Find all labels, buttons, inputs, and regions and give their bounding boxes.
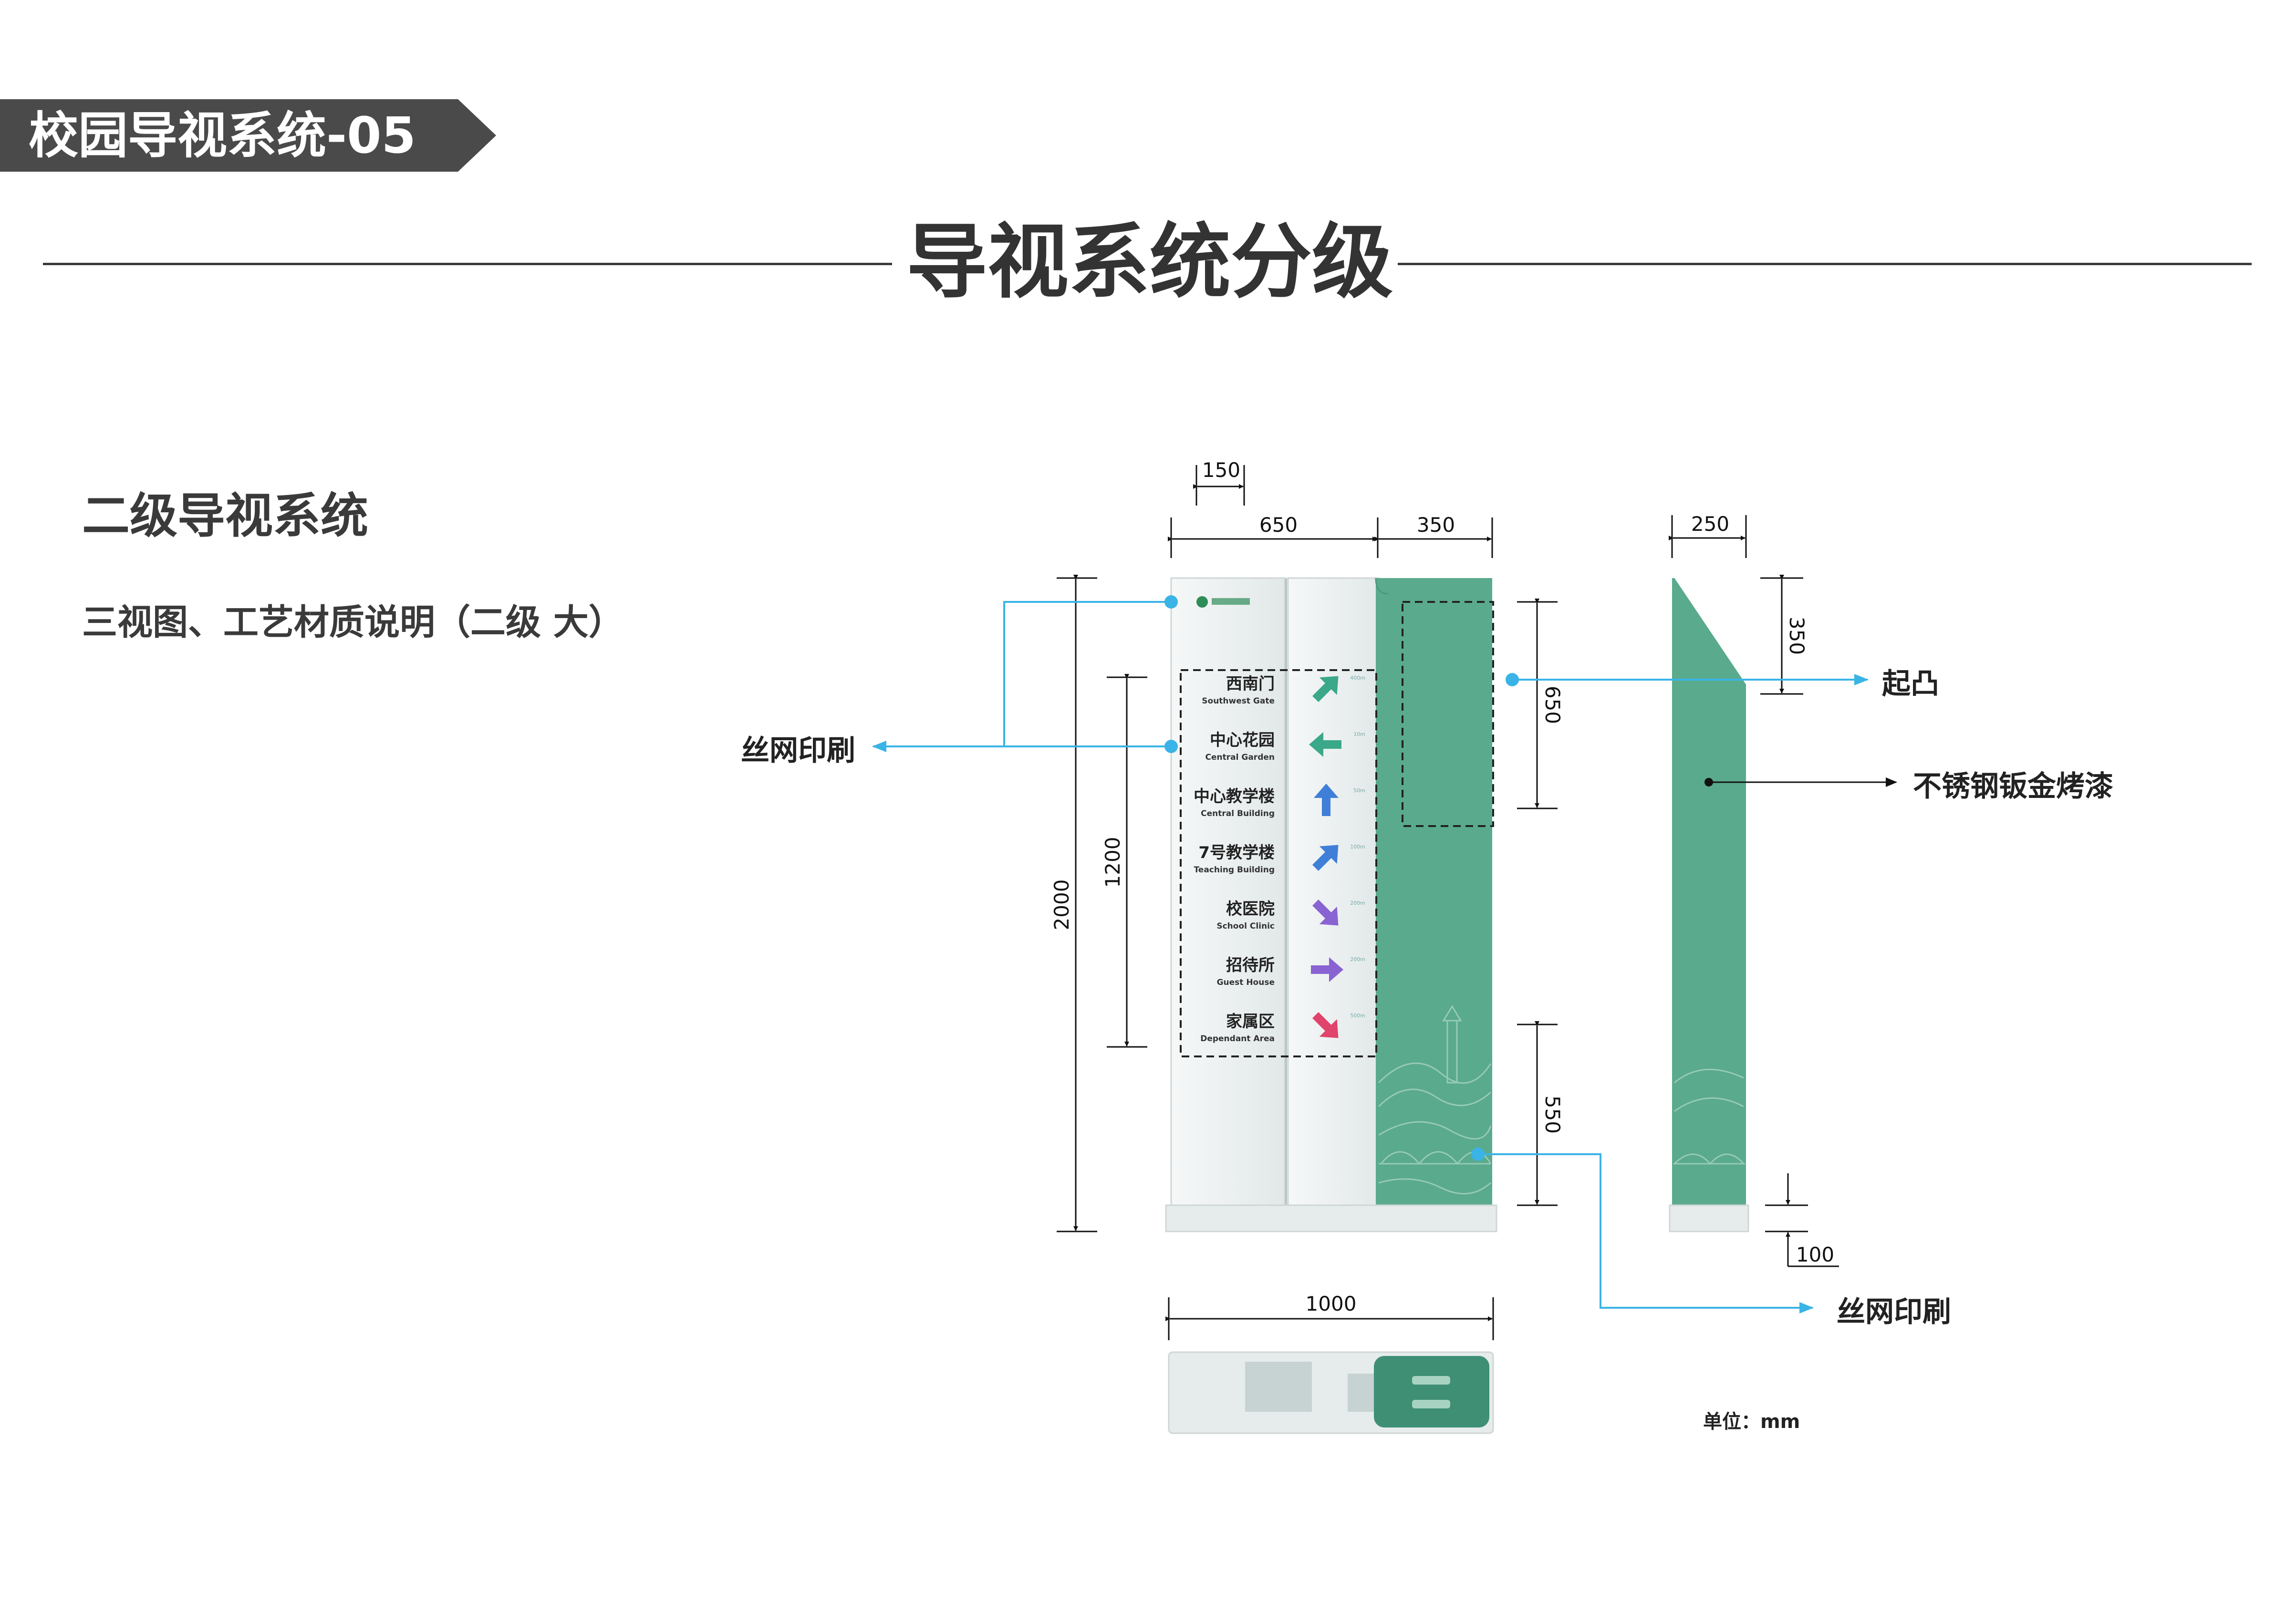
dim-1000: 1000 <box>1306 1292 1357 1315</box>
front-base <box>1165 1204 1497 1232</box>
directory-item-distance: 200m <box>1350 956 1365 962</box>
directory-item-name: 西南门 <box>1226 674 1275 693</box>
directory-item-english: Central Garden <box>1205 753 1275 762</box>
directory-item: 西南门 Southwest Gate 400m <box>1202 674 1365 706</box>
direction-arrow-icon <box>1314 784 1339 816</box>
directory-item-english: Southwest Gate <box>1202 696 1275 706</box>
leader-lines <box>872 601 1869 1314</box>
side-base <box>1669 1204 1749 1232</box>
dimension-lines <box>1057 465 1839 1340</box>
directory-item-english: Central Building <box>1201 809 1275 818</box>
directory-item-name: 校医院 <box>1226 900 1275 919</box>
side-panel <box>1672 578 1746 1210</box>
university-logo-icon <box>1196 596 1208 608</box>
title-rule-right <box>1398 263 2252 265</box>
directory-item-distance: 200m <box>1350 900 1365 906</box>
directory-item-english: School Clinic <box>1216 921 1275 931</box>
directory-item-english: Dependant Area <box>1200 1034 1275 1044</box>
section-subheading: 三视图、工艺材质说明（二级 大） <box>82 602 624 643</box>
directory-item-name: 中心花园 <box>1210 731 1275 750</box>
directory-item-name: 招待所 <box>1226 956 1275 975</box>
tag-label: 校园导视系统-05 <box>29 106 416 165</box>
section-heading: 二级导视系统 <box>82 488 368 544</box>
top-green-panel <box>1374 1356 1489 1427</box>
directory-item-distance: 400m <box>1350 675 1365 681</box>
top-view <box>1168 1351 1494 1434</box>
dim-2000: 2000 <box>1050 879 1073 931</box>
directory-list: 西南门 Southwest Gate 400m 中心花园 Central Garden 1… <box>1194 674 1365 1044</box>
direction-arrow-icon <box>1312 845 1339 871</box>
directory-item: 中心花园 Central Garden 10m <box>1205 731 1365 762</box>
dim-250: 250 <box>1691 512 1729 536</box>
directory-item-distance: 10m <box>1353 731 1365 737</box>
dim-550: 550 <box>1541 1096 1564 1134</box>
dim-650-top: 650 <box>1259 513 1298 537</box>
directory-item-name: 中心教学楼 <box>1194 787 1275 806</box>
directory-item: 中心教学楼 Central Building 50m <box>1194 784 1365 818</box>
dim-350-top: 350 <box>1417 513 1455 537</box>
direction-arrow-icon <box>1309 732 1341 757</box>
middle-panel <box>1287 577 1380 1211</box>
dim-1200: 1200 <box>1101 837 1124 888</box>
directory-item-english: Guest House <box>1217 978 1275 987</box>
directory-item-name: 家属区 <box>1226 1012 1275 1031</box>
directory-item: 7号教学楼 Teaching Building 100m <box>1194 843 1365 875</box>
directory-item-english: Teaching Building <box>1194 865 1275 875</box>
directory-item-distance: 50m <box>1353 787 1365 794</box>
front-view: 西南门 Southwest Gate 400m 中心花园 Central Garden 1… <box>1165 577 1497 1232</box>
directory-item-distance: 500m <box>1350 1013 1365 1019</box>
direction-arrow-icon <box>1311 957 1343 982</box>
directory-item-name: 7号教学楼 <box>1198 843 1275 862</box>
section-tag: 校园导视系统-05 <box>0 99 496 172</box>
dim-150: 150 <box>1202 458 1240 482</box>
callout-material: 不锈钢钣金烤漆 <box>1913 770 2113 803</box>
callout-screen-print-left: 丝网印刷 <box>741 734 855 767</box>
green-panel <box>1376 578 1492 1210</box>
unit-label: 单位：mm <box>1703 1411 1800 1433</box>
left-panel <box>1170 577 1286 1211</box>
directory-item: 招待所 Guest House 200m <box>1217 956 1365 987</box>
callout-raised: 起凸 <box>1882 667 1939 701</box>
side-view <box>1669 578 1749 1232</box>
directory-item-distance: 100m <box>1350 844 1365 850</box>
raised-area-outline <box>1402 601 1494 827</box>
direction-arrow-icon <box>1312 900 1339 926</box>
dim-100: 100 <box>1796 1243 1834 1266</box>
page-title: 导视系统分级 <box>906 215 1393 310</box>
directory-outline <box>1180 669 1377 1057</box>
direction-arrow-icon <box>1312 676 1339 702</box>
dim-650-side: 650 <box>1541 686 1564 724</box>
title-rule-left <box>43 263 892 265</box>
tag-shape <box>0 99 496 172</box>
direction-arrow-icon <box>1312 1012 1339 1038</box>
callout-screen-print-bottom: 丝网印刷 <box>1837 1295 1951 1329</box>
directory-item: 家属区 Dependant Area 500m <box>1200 1012 1365 1044</box>
directory-item: 校医院 School Clinic 200m <box>1216 900 1365 931</box>
dim-350-side: 350 <box>1785 617 1808 655</box>
